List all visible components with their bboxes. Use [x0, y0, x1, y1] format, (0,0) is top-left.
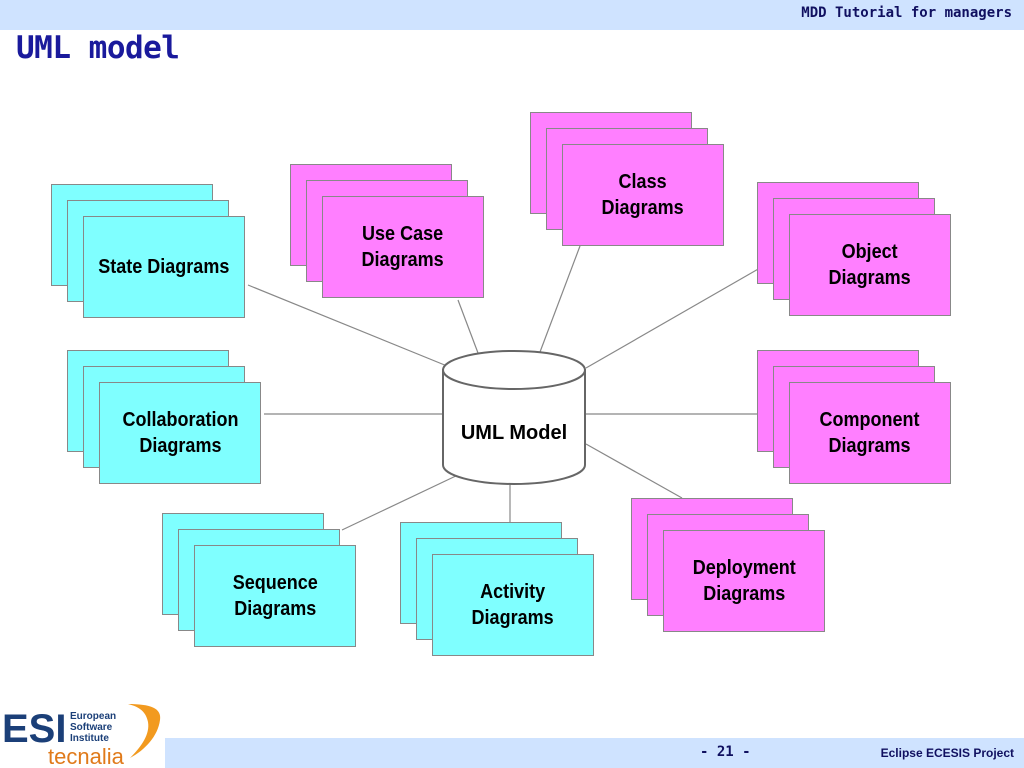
esi-tecnalia-logo: ESI European Software Institute tecnalia — [2, 704, 161, 768]
class-diagrams-stack: Class Diagrams — [530, 112, 726, 248]
slide-title: UML model — [16, 30, 180, 66]
use-case-diagrams-label: Use Case Diagrams — [361, 223, 445, 271]
sequence-diagrams-stack: Sequence Diagrams — [162, 513, 358, 649]
connector-object — [585, 267, 761, 369]
logo-line-2: Software — [70, 722, 113, 733]
database-cylinder — [442, 350, 586, 485]
footer-bar — [165, 738, 1024, 768]
connector-state — [247, 284, 453, 369]
uml-model-label: UML Model — [461, 422, 567, 444]
object-diagrams-label: Object Diagrams — [828, 241, 912, 289]
connector-use-case — [457, 299, 479, 354]
object-diagrams-stack: Object Diagrams — [757, 182, 953, 318]
header-bar — [0, 0, 1024, 30]
header-title: MDD Tutorial for managers — [801, 5, 1012, 21]
logo-line-1: European — [70, 711, 116, 722]
component-diagrams-stack: Component Diagrams — [757, 350, 953, 486]
logo-brand: tecnalia — [48, 744, 125, 768]
deployment-diagrams-label: Deployment Diagrams — [692, 557, 796, 605]
activity-diagrams-label: Activity Diagrams — [471, 581, 555, 629]
connector-class — [539, 245, 581, 353]
logo-swoosh — [128, 704, 161, 758]
class-diagrams-label: Class Diagrams — [601, 171, 685, 219]
project-name: Eclipse ECESIS Project — [880, 746, 1014, 760]
collaboration-diagrams-label: Collaboration Diagrams — [121, 409, 238, 457]
activity-diagrams-stack: Activity Diagrams — [400, 522, 596, 658]
sequence-diagrams-label: Sequence Diagrams — [232, 572, 318, 620]
use-case-diagrams-stack: Use Case Diagrams — [290, 164, 486, 300]
page-number: - 21 - — [700, 744, 751, 760]
logo-line-3: Institute — [70, 733, 109, 744]
deployment-diagrams-stack: Deployment Diagrams — [631, 498, 827, 634]
collaboration-diagrams-stack: Collaboration Diagrams — [67, 350, 263, 486]
state-diagrams-label: State Diagrams — [98, 256, 230, 278]
state-diagrams-stack: State Diagrams — [51, 184, 247, 320]
connector-sequence — [341, 473, 461, 531]
logo-mark: ESI — [2, 707, 66, 751]
connector-deployment — [585, 443, 683, 499]
component-diagrams-label: Component Diagrams — [820, 409, 920, 457]
